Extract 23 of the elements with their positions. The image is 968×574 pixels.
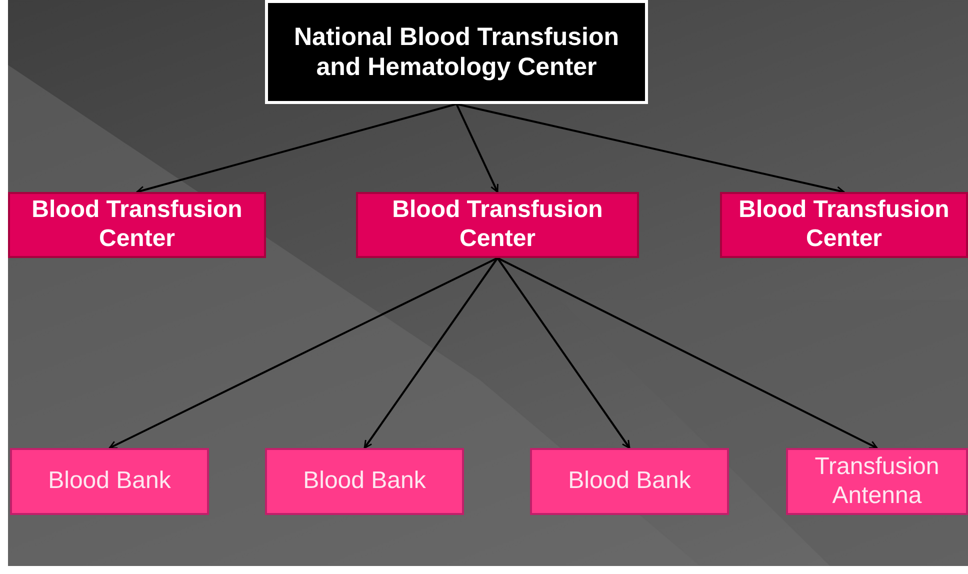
org-box: [530, 448, 729, 515]
org-box: [10, 448, 209, 515]
box-label: Transfusion Antenna: [814, 452, 940, 510]
arrow: [364, 257, 498, 449]
org-box: [265, 0, 648, 104]
org-box: [8, 192, 266, 258]
box-label: Blood Bank: [303, 467, 426, 496]
org-box: [265, 448, 464, 515]
box-label: National Blood Transfusion and Hematology Center: [292, 22, 620, 82]
box-label: Blood Bank: [568, 467, 691, 496]
arrow: [496, 257, 630, 449]
arrow: [456, 104, 498, 193]
org-box: [720, 192, 968, 258]
box-label: Blood Transfusion Center: [30, 196, 244, 254]
box-label: Blood Transfusion Center: [738, 196, 950, 254]
box-label: Blood Bank: [48, 467, 171, 496]
arrow: [108, 257, 498, 449]
arrow: [136, 103, 457, 194]
arrow: [497, 257, 878, 449]
box-label: Blood Transfusion Center: [391, 196, 604, 254]
org-box: [786, 448, 968, 515]
org-box: [356, 192, 639, 258]
arrow: [456, 103, 845, 195]
